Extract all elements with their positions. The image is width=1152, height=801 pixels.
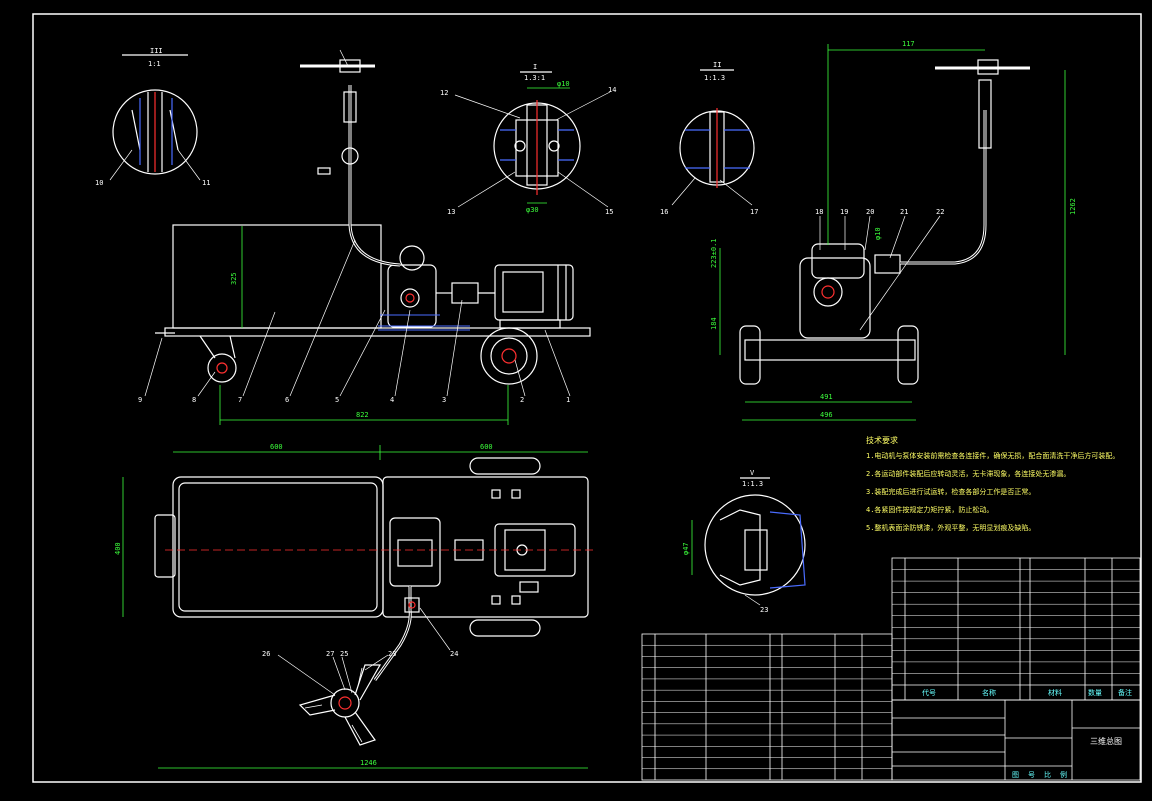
- parts-list-right: [891, 557, 1141, 701]
- notes-heading: 技术要求: [866, 435, 898, 445]
- dim-height-upper: 223±0.1: [710, 238, 718, 268]
- note-5: 5.整机表面涂防锈漆，外观平整，无明显划痕及缺陷。: [866, 523, 1035, 532]
- coupling: [451, 282, 479, 304]
- balloon-15: 15: [605, 208, 613, 216]
- balloon-2: 2: [520, 396, 524, 404]
- parts-list-left: [641, 633, 893, 781]
- caster-wheel: [207, 353, 237, 383]
- balloon-8: 8: [192, 396, 196, 404]
- balloon-6: 6: [285, 396, 289, 404]
- spray-hose: [348, 85, 401, 267]
- detail-v-scale: 1:1.3: [742, 480, 763, 488]
- note-2: 2.各运动部件装配后应转动灵活，无卡滞现象，各连接处无渗漏。: [866, 469, 1070, 478]
- dim-width-inner: 491: [820, 393, 833, 401]
- balloon-25: 25: [340, 650, 348, 658]
- header-remark: 备注: [1118, 688, 1132, 697]
- dim-overall-width: 117: [902, 40, 915, 48]
- balloon-23b: 23: [760, 606, 768, 614]
- balloon-27: 27: [326, 650, 334, 658]
- balloon-10: 10: [95, 179, 103, 187]
- drive-wheel: [480, 327, 538, 385]
- detail-i-scale: 1.3:1: [524, 74, 545, 82]
- balloon-13: 13: [447, 208, 455, 216]
- dim-plan-right: 600: [480, 443, 493, 451]
- pump-body: [387, 264, 437, 328]
- header-code: 代号: [922, 688, 936, 697]
- dim-overall-height: 1262: [1069, 198, 1077, 215]
- detail-i: [493, 71, 581, 195]
- detail-ii-scale: 1:1.3: [704, 74, 725, 82]
- dim-fit-4: φ47: [682, 542, 690, 555]
- detail-ii: [671, 69, 755, 206]
- dim-wheelbase: 822: [356, 411, 369, 419]
- balloon-22: 22: [936, 208, 944, 216]
- side-view: [739, 59, 1030, 385]
- detail-iii-scale: 1:1: [148, 60, 161, 68]
- balloon-1: 1: [566, 396, 570, 404]
- footer-4: 例: [1060, 770, 1067, 779]
- footer-1: 图: [1012, 771, 1019, 779]
- footer-2: 号: [1028, 771, 1035, 779]
- dim-height-lower: 184: [710, 317, 718, 330]
- header-name: 名称: [982, 688, 996, 697]
- balloon-16: 16: [660, 208, 668, 216]
- balloon-19: 19: [840, 208, 848, 216]
- balloon-5: 5: [335, 396, 339, 404]
- balloon-14: 14: [608, 86, 616, 94]
- detail-iii-label: III: [150, 47, 163, 55]
- balloon-11: 11: [202, 179, 210, 187]
- balloon-21: 21: [900, 208, 908, 216]
- dim-plan-left: 600: [270, 443, 283, 451]
- balloon-26: 26: [262, 650, 270, 658]
- balloon-18: 18: [815, 208, 823, 216]
- dim-plan-depth: 400: [114, 542, 122, 555]
- note-4: 4.各紧固件按规定力矩拧紧，防止松动。: [866, 505, 993, 514]
- balloon-4: 4: [390, 396, 394, 404]
- balloon-9: 9: [138, 396, 142, 404]
- side-hose: [900, 110, 987, 265]
- dim-fit-1: φ10: [557, 80, 570, 88]
- plan-view: [154, 457, 589, 746]
- balloon-12: 12: [440, 89, 448, 97]
- detail-v: [704, 477, 806, 606]
- balloon-7: 7: [238, 396, 242, 404]
- dim-fit-2: φ30: [526, 206, 539, 214]
- dim-width-outer: 496: [820, 411, 833, 419]
- detail-i-label: I: [533, 63, 537, 71]
- header-material: 材料: [1048, 688, 1062, 697]
- base-frame: [164, 327, 591, 337]
- spray-head: [330, 688, 360, 718]
- detail-v-label: V: [750, 469, 755, 477]
- balloon-23: 23: [388, 650, 396, 658]
- balloon-20: 20: [866, 208, 874, 216]
- footer-3: 比: [1044, 770, 1051, 779]
- header-qty: 数量: [1088, 688, 1102, 697]
- balloon-3: 3: [442, 396, 446, 404]
- dim-tank-height: 325: [230, 272, 238, 285]
- balloon-24: 24: [450, 650, 458, 658]
- dim-fit-3: φ10: [874, 227, 882, 240]
- front-view: [155, 59, 591, 385]
- balloon-17: 17: [750, 208, 758, 216]
- drawing-frame: [32, 13, 1142, 783]
- detail-iii: [109, 54, 201, 181]
- tank: [172, 224, 382, 329]
- dim-plan-length: 1246: [360, 759, 377, 767]
- note-1: 1.电动机与泵体安装前需检查各连接件，确保无损，配合面清洗干净后方可装配。: [866, 451, 1119, 460]
- title-block: [891, 699, 1141, 781]
- drawing-title: 三维总图: [1090, 736, 1122, 746]
- detail-ii-label: II: [713, 61, 721, 69]
- note-3: 3.装配完成后进行试运转，检查各部分工作是否正常。: [866, 487, 1035, 496]
